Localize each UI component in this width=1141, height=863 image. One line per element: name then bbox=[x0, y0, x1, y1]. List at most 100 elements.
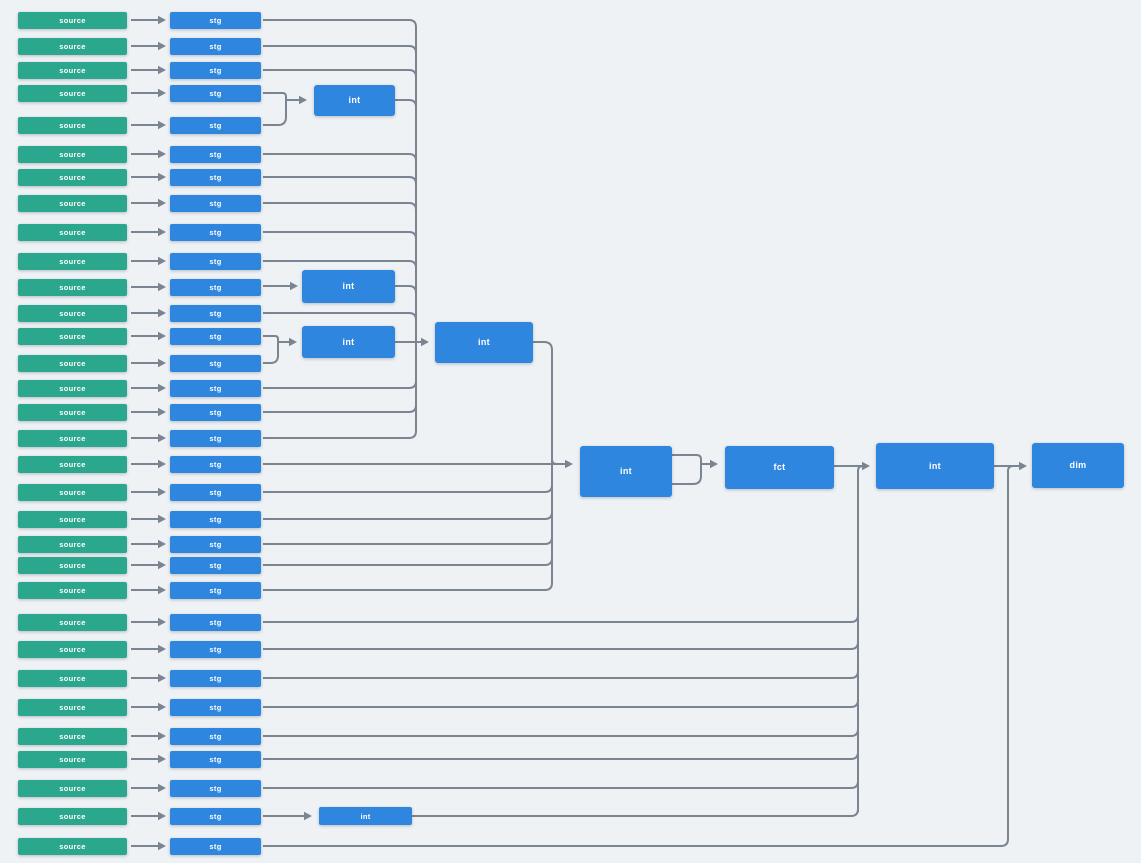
node-source-10[interactable]: source bbox=[18, 252, 127, 270]
edge-path bbox=[263, 722, 859, 737]
node-stg-31[interactable]: stg bbox=[170, 807, 261, 825]
node-stg-15[interactable]: stg bbox=[170, 379, 261, 397]
node-stg-27[interactable]: stg bbox=[170, 698, 261, 716]
node-stg-1[interactable]: stg bbox=[170, 11, 261, 29]
arrowhead-icon bbox=[158, 702, 166, 712]
node-stg-4[interactable]: stg bbox=[170, 84, 261, 102]
arrowhead-icon bbox=[158, 560, 166, 570]
node-stg-18[interactable]: stg bbox=[170, 455, 261, 473]
node-stg-19[interactable]: stg bbox=[170, 483, 261, 501]
node-source-31[interactable]: source bbox=[18, 807, 127, 825]
arrowhead-icon bbox=[158, 15, 166, 25]
arrowhead-icon bbox=[158, 256, 166, 266]
node-source-20[interactable]: source bbox=[18, 510, 127, 528]
node-source-32[interactable]: source bbox=[18, 837, 127, 855]
arrowhead-icon bbox=[158, 433, 166, 443]
node-stg-21[interactable]: stg bbox=[170, 535, 261, 553]
edge-path bbox=[263, 530, 553, 545]
node-source-2[interactable]: source bbox=[18, 37, 127, 55]
arrowhead-icon bbox=[158, 459, 166, 469]
node-source-19[interactable]: source bbox=[18, 483, 127, 501]
arrowhead-icon bbox=[158, 731, 166, 741]
arrowhead-icon bbox=[158, 644, 166, 654]
node-source-18[interactable]: source bbox=[18, 455, 127, 473]
node-stg-14[interactable]: stg bbox=[170, 354, 261, 372]
node-stg-11[interactable]: stg bbox=[170, 278, 261, 296]
node-stg-22[interactable]: stg bbox=[170, 556, 261, 574]
node-source-17[interactable]: source bbox=[18, 429, 127, 447]
node-stg-25[interactable]: stg bbox=[170, 640, 261, 658]
arrowhead-icon bbox=[158, 65, 166, 75]
arrowhead-icon bbox=[158, 88, 166, 98]
edge-path bbox=[263, 100, 287, 126]
node-stg-12[interactable]: stg bbox=[170, 304, 261, 322]
node-source-15[interactable]: source bbox=[18, 379, 127, 397]
node-source-12[interactable]: source bbox=[18, 304, 127, 322]
node-source-4[interactable]: source bbox=[18, 84, 127, 102]
node-source-8[interactable]: source bbox=[18, 194, 127, 212]
node-stg-29[interactable]: stg bbox=[170, 750, 261, 768]
node-stg-23[interactable]: stg bbox=[170, 581, 261, 599]
node-stg-26[interactable]: stg bbox=[170, 669, 261, 687]
node-int-2[interactable]: int bbox=[302, 269, 395, 303]
arrowhead-icon bbox=[158, 514, 166, 524]
node-source-29[interactable]: source bbox=[18, 750, 127, 768]
node-stg-6[interactable]: stg bbox=[170, 145, 261, 163]
node-int-7[interactable]: int bbox=[319, 807, 412, 825]
arrowhead-icon bbox=[158, 227, 166, 237]
node-stg-10[interactable]: stg bbox=[170, 252, 261, 270]
node-int-1[interactable]: int bbox=[314, 84, 395, 116]
node-stg-24[interactable]: stg bbox=[170, 613, 261, 631]
node-stg-9[interactable]: stg bbox=[170, 223, 261, 241]
node-dim-1[interactable]: dim bbox=[1032, 442, 1124, 488]
node-int-3[interactable]: int bbox=[302, 326, 395, 358]
edge-path bbox=[263, 664, 859, 679]
edge-path bbox=[1007, 465, 1018, 840]
node-source-7[interactable]: source bbox=[18, 168, 127, 186]
node-source-26[interactable]: source bbox=[18, 669, 127, 687]
node-int-5[interactable]: int bbox=[580, 445, 672, 497]
node-stg-13[interactable]: stg bbox=[170, 327, 261, 345]
node-source-23[interactable]: source bbox=[18, 581, 127, 599]
node-source-11[interactable]: source bbox=[18, 278, 127, 296]
node-source-5[interactable]: source bbox=[18, 116, 127, 134]
arrowhead-icon bbox=[158, 487, 166, 497]
node-stg-16[interactable]: stg bbox=[170, 403, 261, 421]
node-source-16[interactable]: source bbox=[18, 403, 127, 421]
node-stg-3[interactable]: stg bbox=[170, 61, 261, 79]
node-int-6[interactable]: int bbox=[876, 443, 994, 489]
arrowhead-icon bbox=[158, 617, 166, 627]
node-int-4[interactable]: int bbox=[435, 321, 533, 363]
node-source-28[interactable]: source bbox=[18, 727, 127, 745]
node-source-27[interactable]: source bbox=[18, 698, 127, 716]
node-stg-20[interactable]: stg bbox=[170, 510, 261, 528]
edge-path bbox=[263, 19, 417, 34]
edge-path bbox=[263, 335, 279, 342]
node-source-30[interactable]: source bbox=[18, 779, 127, 797]
node-source-25[interactable]: source bbox=[18, 640, 127, 658]
node-source-21[interactable]: source bbox=[18, 535, 127, 553]
node-source-1[interactable]: source bbox=[18, 11, 127, 29]
node-source-9[interactable]: source bbox=[18, 223, 127, 241]
node-stg-17[interactable]: stg bbox=[170, 429, 261, 447]
node-stg-28[interactable]: stg bbox=[170, 727, 261, 745]
edge-path bbox=[263, 505, 553, 520]
arrowhead-icon bbox=[158, 149, 166, 159]
node-stg-32[interactable]: stg bbox=[170, 837, 261, 855]
node-source-24[interactable]: source bbox=[18, 613, 127, 631]
node-stg-8[interactable]: stg bbox=[170, 194, 261, 212]
node-source-13[interactable]: source bbox=[18, 327, 127, 345]
node-fct-1[interactable]: fct bbox=[725, 445, 834, 489]
node-stg-2[interactable]: stg bbox=[170, 37, 261, 55]
arrowhead-icon bbox=[304, 811, 312, 821]
node-source-6[interactable]: source bbox=[18, 145, 127, 163]
arrowhead-icon bbox=[158, 383, 166, 393]
node-stg-7[interactable]: stg bbox=[170, 168, 261, 186]
node-source-3[interactable]: source bbox=[18, 61, 127, 79]
node-source-22[interactable]: source bbox=[18, 556, 127, 574]
node-stg-5[interactable]: stg bbox=[170, 116, 261, 134]
node-source-14[interactable]: source bbox=[18, 354, 127, 372]
node-stg-30[interactable]: stg bbox=[170, 779, 261, 797]
